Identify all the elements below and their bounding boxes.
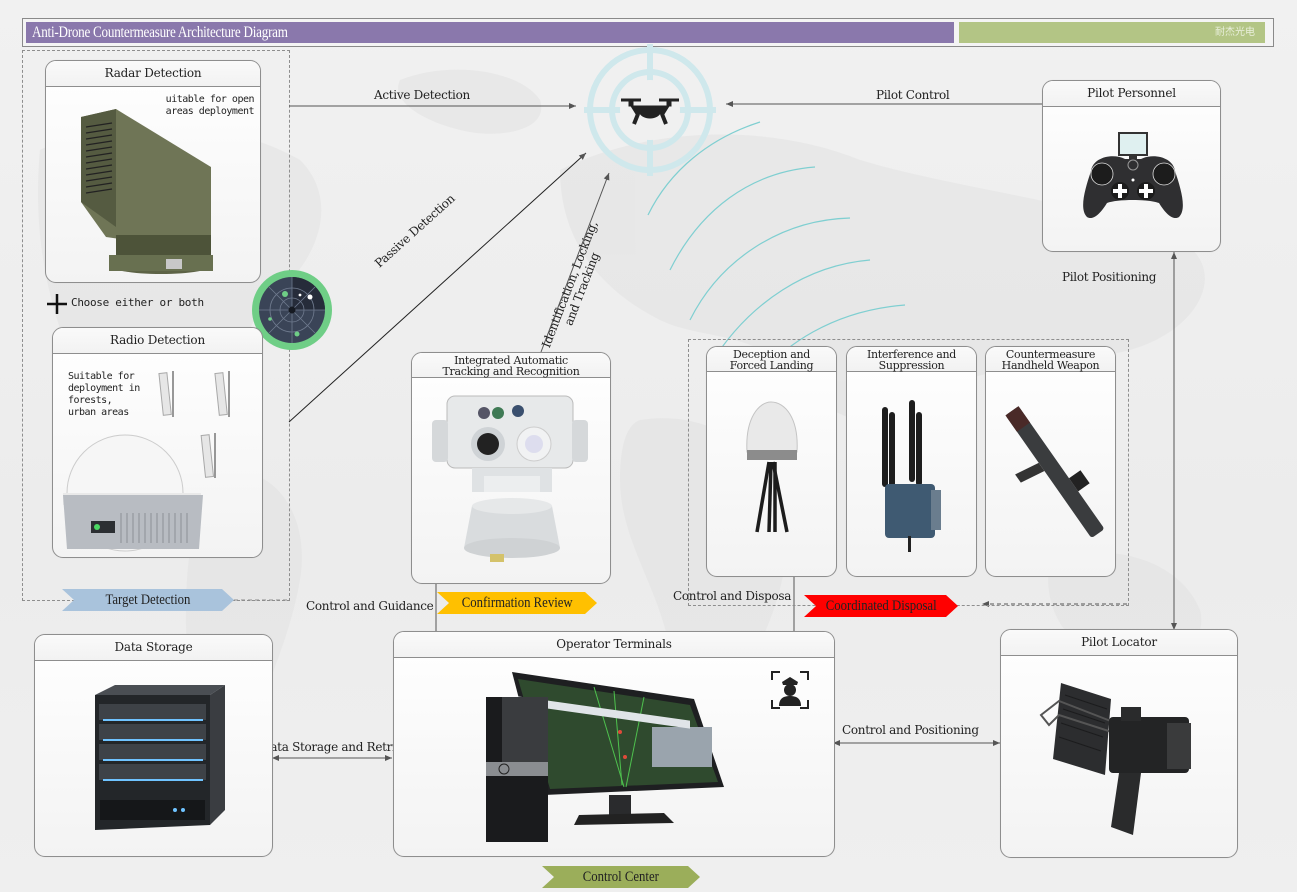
disposal-card-title-line: Handheld Weapon bbox=[1001, 359, 1100, 372]
pilot-locator-title: Pilot Locator bbox=[1001, 630, 1237, 656]
pilot-locator-card[interactable]: Pilot Locator bbox=[1000, 629, 1238, 858]
tracking-recognition-card[interactable]: Integrated Automatic Tracking and Recogn… bbox=[411, 352, 611, 584]
computer-terminal-image bbox=[486, 672, 724, 842]
radar-scope-icon bbox=[252, 270, 332, 350]
deception-landing-card[interactable]: Deception and Forced Landing bbox=[706, 346, 837, 577]
control-center-tag-label: Control Center bbox=[582, 869, 660, 885]
data-storage-card[interactable]: Data Storage bbox=[34, 634, 273, 857]
ptz-camera-image bbox=[432, 395, 588, 562]
radio-detection-title: Radio Detection bbox=[53, 328, 262, 354]
target-detection-tag-label: Target Detection bbox=[105, 592, 191, 608]
control-center-tag: Control Center bbox=[542, 866, 700, 888]
control-positioning-label: Control and Positioning bbox=[842, 723, 979, 737]
tracking-recognition-title: Integrated Automatic Tracking and Recogn… bbox=[412, 353, 610, 378]
radar-note-line: areas deployment bbox=[165, 106, 255, 117]
operator-terminals-title: Operator Terminals bbox=[394, 632, 834, 658]
identification-arrow bbox=[540, 172, 610, 353]
radio-note-line: Suitable for bbox=[68, 371, 135, 382]
disposal-card-title-line: Forced Landing bbox=[729, 359, 814, 372]
diagram-title-text: Anti-Drone Countermeasure Architecture D… bbox=[32, 24, 288, 41]
pilot-personnel-card[interactable]: Pilot Personnel bbox=[1042, 80, 1221, 252]
handheld-weapon-image bbox=[1005, 406, 1104, 538]
jammer-device-image bbox=[882, 400, 941, 552]
diagram-title: Anti-Drone Countermeasure Architecture D… bbox=[26, 22, 954, 43]
pilot-control-label: Pilot Control bbox=[876, 88, 950, 102]
disposal-card-title-line: Interference and bbox=[866, 348, 957, 361]
plus-icon bbox=[47, 294, 67, 314]
pilot-personnel-title: Pilot Personnel bbox=[1043, 81, 1220, 107]
coordinated-disposal-tag-label: Coordinated Disposal bbox=[825, 598, 937, 614]
radar-detection-title: Radar Detection bbox=[46, 61, 260, 87]
data-storage-title: Data Storage bbox=[35, 635, 272, 661]
radio-note-line: forests, bbox=[68, 395, 113, 406]
radio-detector-image bbox=[63, 371, 230, 552]
operator-terminals-card[interactable]: Operator Terminals bbox=[393, 631, 835, 857]
control-guidance-label: Control and Guidance bbox=[306, 599, 434, 613]
radar-note-line: uitable for open bbox=[165, 94, 255, 105]
signal-arcs bbox=[647, 121, 906, 401]
drone-target-icon bbox=[584, 44, 716, 176]
data-storage-label: Data Storage and Retrieval bbox=[261, 740, 420, 754]
radio-detection-card[interactable]: Radio Detection Suitable for deployment … bbox=[52, 327, 263, 558]
radio-note: Suitable for deployment in forests, urba… bbox=[68, 371, 140, 419]
control-disposal-label: Control and Disposa bbox=[673, 589, 792, 603]
pilot-positioning-label: Pilot Positioning bbox=[1062, 270, 1157, 284]
radio-note-line: urban areas bbox=[68, 407, 129, 418]
operator-icon[interactable] bbox=[770, 670, 810, 710]
handheld-weapon-card[interactable]: Countermeasure Handheld Weapon bbox=[985, 346, 1116, 577]
tracking-title-line: Tracking and Recognition bbox=[442, 365, 580, 378]
direction-finder-image bbox=[1039, 683, 1191, 835]
radio-note-line: deployment in bbox=[68, 383, 140, 394]
brand-label: 耐杰光电 bbox=[959, 22, 1265, 43]
disposal-card-title-line: Countermeasure bbox=[1005, 348, 1096, 361]
radar-note: uitable for open areas deployment bbox=[165, 94, 255, 118]
tracking-title-line: Integrated Automatic bbox=[454, 354, 568, 367]
active-detection-label: Active Detection bbox=[374, 88, 470, 102]
passive-detection-arrow bbox=[288, 152, 587, 423]
confirmation-review-tag-label: Confirmation Review bbox=[461, 595, 573, 611]
target-detection-tag: Target Detection bbox=[62, 589, 234, 611]
radar-detection-card[interactable]: Radar Detection uitable for open areas d… bbox=[45, 60, 261, 283]
radar-device-image bbox=[81, 109, 213, 274]
deception-device-image bbox=[746, 401, 798, 533]
disposal-card-title-line: Suppression bbox=[878, 359, 945, 372]
interference-suppression-title: Interference and Suppression bbox=[847, 347, 976, 372]
deception-landing-title: Deception and Forced Landing bbox=[707, 347, 836, 372]
remote-controller-icon bbox=[1083, 132, 1183, 219]
server-image bbox=[95, 685, 225, 830]
choose-either-label: Choose either or both bbox=[71, 296, 204, 309]
coordinated-disposal-tag: Coordinated Disposal bbox=[804, 595, 958, 617]
handheld-weapon-title: Countermeasure Handheld Weapon bbox=[986, 347, 1115, 372]
disposal-card-title-line: Deception and bbox=[733, 348, 810, 361]
confirmation-review-tag: Confirmation Review bbox=[437, 592, 597, 614]
interference-suppression-card[interactable]: Interference and Suppression bbox=[846, 346, 977, 577]
